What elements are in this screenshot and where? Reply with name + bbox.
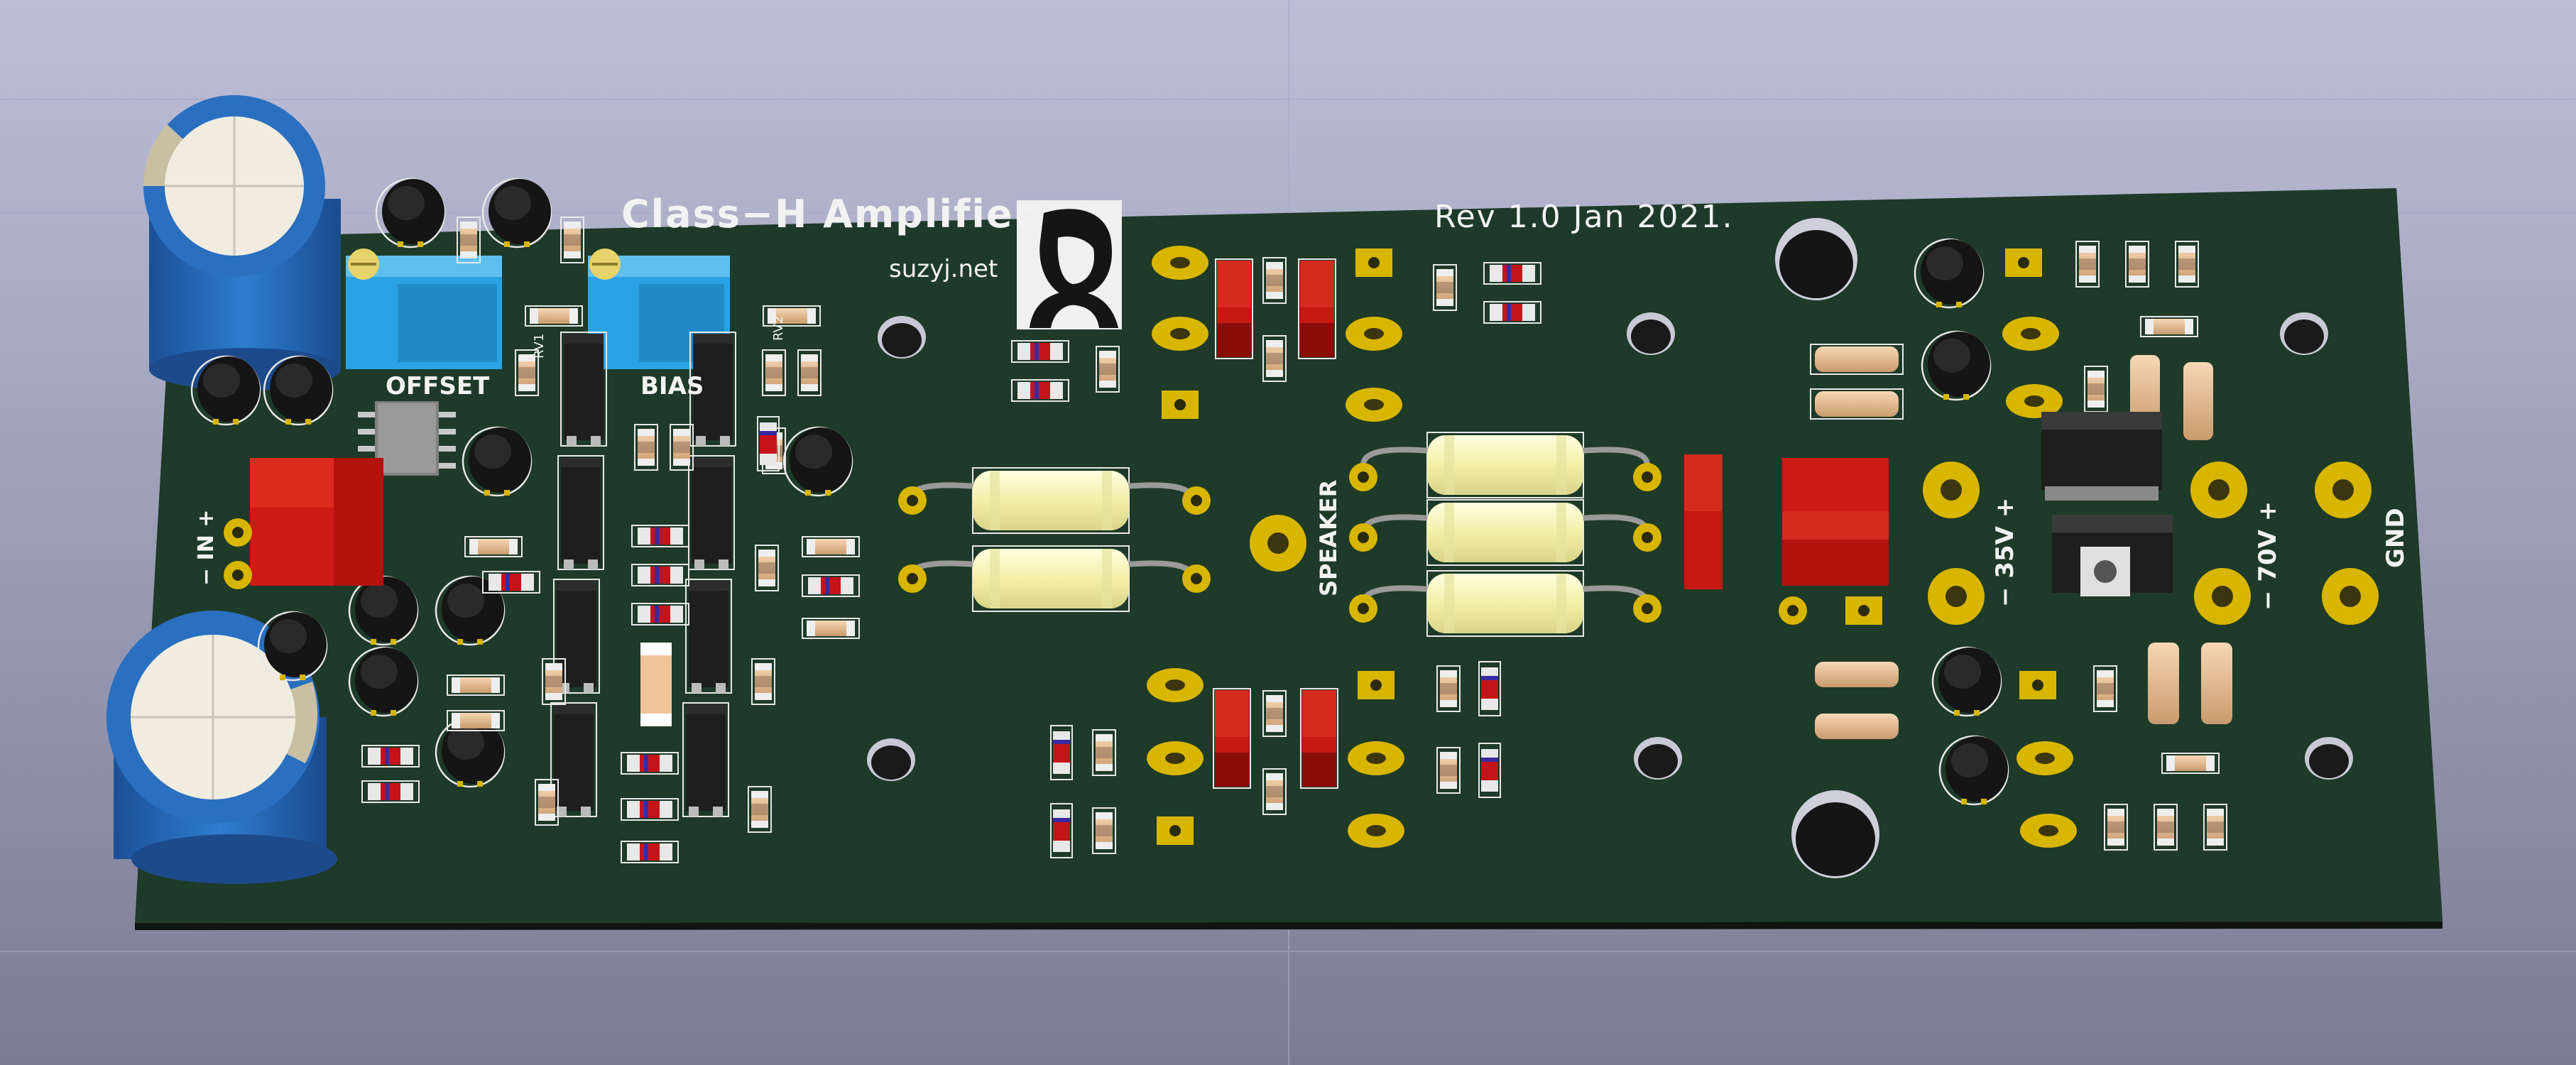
- rv2-label: RV2: [771, 316, 786, 341]
- speaker-label: SPEAKER: [1315, 480, 1342, 596]
- board-title: Class−H Amplifier: [621, 192, 1034, 236]
- logo-art: [1017, 200, 1122, 329]
- electrolytic-capacitor-top: [143, 95, 341, 390]
- right-film-caps: [1684, 454, 1889, 625]
- gnd-label: GND: [2381, 508, 2410, 568]
- soic-opamp: [358, 401, 456, 476]
- input-label: − IN +: [194, 510, 219, 586]
- bias-label: BIAS: [640, 372, 704, 400]
- electrolytic-capacitor-bottom: [107, 611, 337, 884]
- board-website: suzyj.net: [889, 255, 998, 283]
- to220-regulators: [2041, 412, 2173, 596]
- trimpot-offset: [346, 248, 502, 369]
- large-resistors-left: [640, 643, 672, 726]
- rv1-label: RV1: [532, 334, 547, 359]
- input-film-capacitors: [250, 458, 383, 586]
- right-resistors: [1810, 241, 2232, 851]
- rail-70v-label: − 70V +: [2254, 501, 2282, 611]
- silkscreen-text: Class−H Amplifier suzyj.net Rev 1.0 Jan …: [194, 192, 2410, 611]
- speaker-pad: [1250, 515, 1306, 572]
- rail-35v-label: − 35V +: [1991, 498, 2019, 607]
- offset-label: OFFSET: [386, 372, 490, 400]
- mounting-holes: [867, 218, 2353, 878]
- board-revision: Rev 1.0 Jan 2021.: [1434, 199, 1733, 235]
